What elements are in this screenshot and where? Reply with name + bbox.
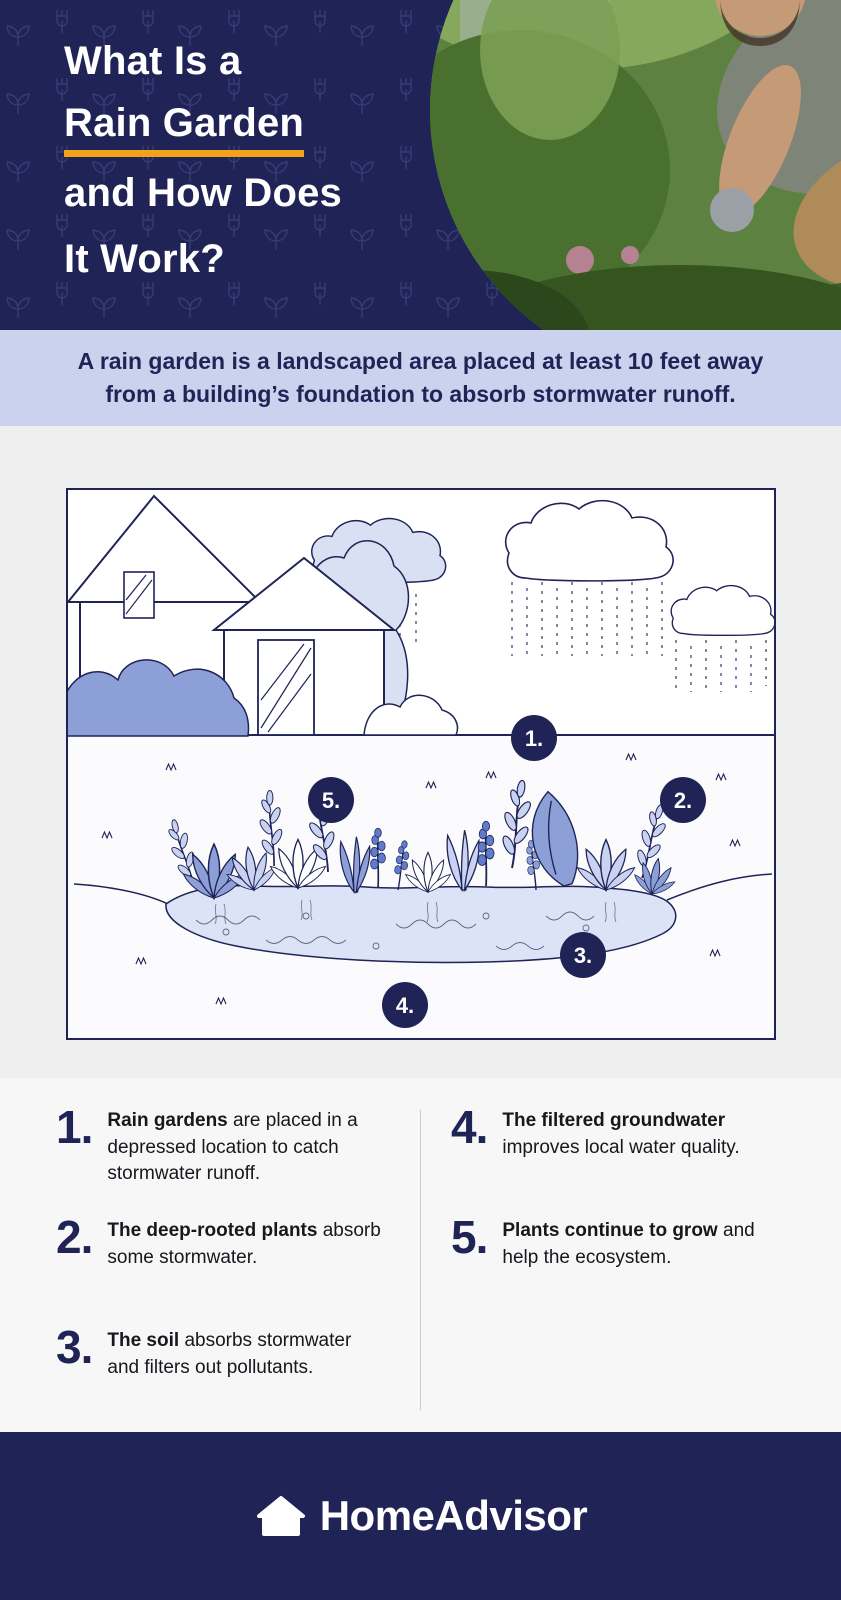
step-item-5: 5. Plants continue to grow and help the … <box>451 1214 785 1324</box>
diagram-badge-5: 5. <box>307 777 354 823</box>
rain-garden-diagram: 1. 2. 3. 4. 5. <box>65 488 776 1040</box>
soil-texture <box>195 911 594 950</box>
step-text: Plants continue to grow and help the eco… <box>502 1214 778 1271</box>
left-bush <box>65 659 249 737</box>
step-number: 4. <box>451 1101 488 1153</box>
diagram-badge-3: 3. <box>559 932 606 978</box>
step-text-bold: The deep-rooted plants <box>107 1220 318 1241</box>
step-text-rest: and help the ecosystem. <box>502 1220 755 1268</box>
illustration-section: 1. 2. 3. 4. 5. <box>0 426 841 1078</box>
step-text: The filtered groundwater improves local … <box>502 1104 778 1161</box>
rain-garden-bed <box>73 873 772 964</box>
steps-left-column: 1. Rain gardens are placed in a depresse… <box>56 1104 390 1434</box>
home-icon <box>256 1496 305 1536</box>
title-line-3: and How Does <box>64 171 342 215</box>
door <box>256 639 315 736</box>
rain-lines <box>334 582 767 692</box>
attic-window <box>122 571 155 619</box>
footer: HomeAdvisor <box>0 1432 841 1600</box>
diagram-badge-2: 2. <box>659 777 706 823</box>
homeadvisor-logo: HomeAdvisor <box>254 1492 588 1540</box>
garden-plants <box>160 777 680 925</box>
step-text: Rain gardens are placed in a depressed l… <box>107 1104 383 1188</box>
step-number: 3. <box>56 1321 93 1373</box>
svg-text:4.: 4. <box>395 993 413 1018</box>
intro-band: A rain garden is a landscaped area place… <box>0 330 841 426</box>
diagram-frame <box>65 488 776 1040</box>
diagram-badge-1: 1. <box>510 715 557 761</box>
step-item-1: 1. Rain gardens are placed in a depresse… <box>56 1104 390 1214</box>
step-text: The deep-rooted plants absorb some storm… <box>107 1214 383 1271</box>
svg-text:5.: 5. <box>321 788 339 813</box>
title-line-2: Rain Garden <box>64 94 342 160</box>
step-text-bold: Plants continue to grow <box>502 1220 718 1241</box>
step-text-rest: absorb some stormwater. <box>107 1220 381 1268</box>
steps-section: 1. Rain gardens are placed in a depresse… <box>0 1078 841 1432</box>
step-text-rest: are placed in a depressed location to ca… <box>107 1110 358 1185</box>
steps-divider <box>420 1110 421 1410</box>
gardener-figure <box>710 0 841 291</box>
step-number: 2. <box>56 1211 93 1263</box>
step-text-bold: Rain gardens <box>107 1110 228 1131</box>
diagram-badge-4: 4. <box>381 982 428 1028</box>
gardener-photo-art <box>430 0 841 330</box>
white-bush <box>362 694 458 736</box>
logo-text: HomeAdvisor <box>319 1492 588 1539</box>
title-line-4: It Work? <box>64 237 225 281</box>
step-text-bold: The soil <box>107 1330 180 1351</box>
title-line-1: What Is a <box>64 39 242 83</box>
page-title: What Is a Rain Garden and How Does It Wo… <box>64 28 342 292</box>
step-number: 1. <box>56 1101 93 1153</box>
step-text-rest: improves local water quality. <box>502 1136 740 1158</box>
roots <box>214 899 616 925</box>
intro-text: A rain garden is a landscaped area place… <box>77 348 764 407</box>
svg-text:2.: 2. <box>673 788 691 813</box>
step-text-bold: The filtered groundwater <box>502 1110 726 1131</box>
step-item-2: 2. The deep-rooted plants absorb some st… <box>56 1214 390 1324</box>
title-underlined-text: Rain Garden <box>64 102 305 157</box>
steps-right-column: 4. The filtered groundwater improves loc… <box>451 1104 785 1434</box>
svg-text:1.: 1. <box>524 726 542 751</box>
step-text: The soil absorbs stormwater and filters … <box>107 1324 383 1381</box>
header: What Is a Rain Garden and How Does It Wo… <box>0 0 841 330</box>
step-text-rest: absorbs stormwater and filters out pollu… <box>107 1330 352 1378</box>
step-item-4: 4. The filtered groundwater improves loc… <box>451 1104 785 1214</box>
gardener-photo <box>430 0 841 330</box>
step-number: 5. <box>451 1211 488 1263</box>
step-item-3: 3. The soil absorbs stormwater and filte… <box>56 1324 390 1434</box>
svg-text:3.: 3. <box>573 943 591 968</box>
